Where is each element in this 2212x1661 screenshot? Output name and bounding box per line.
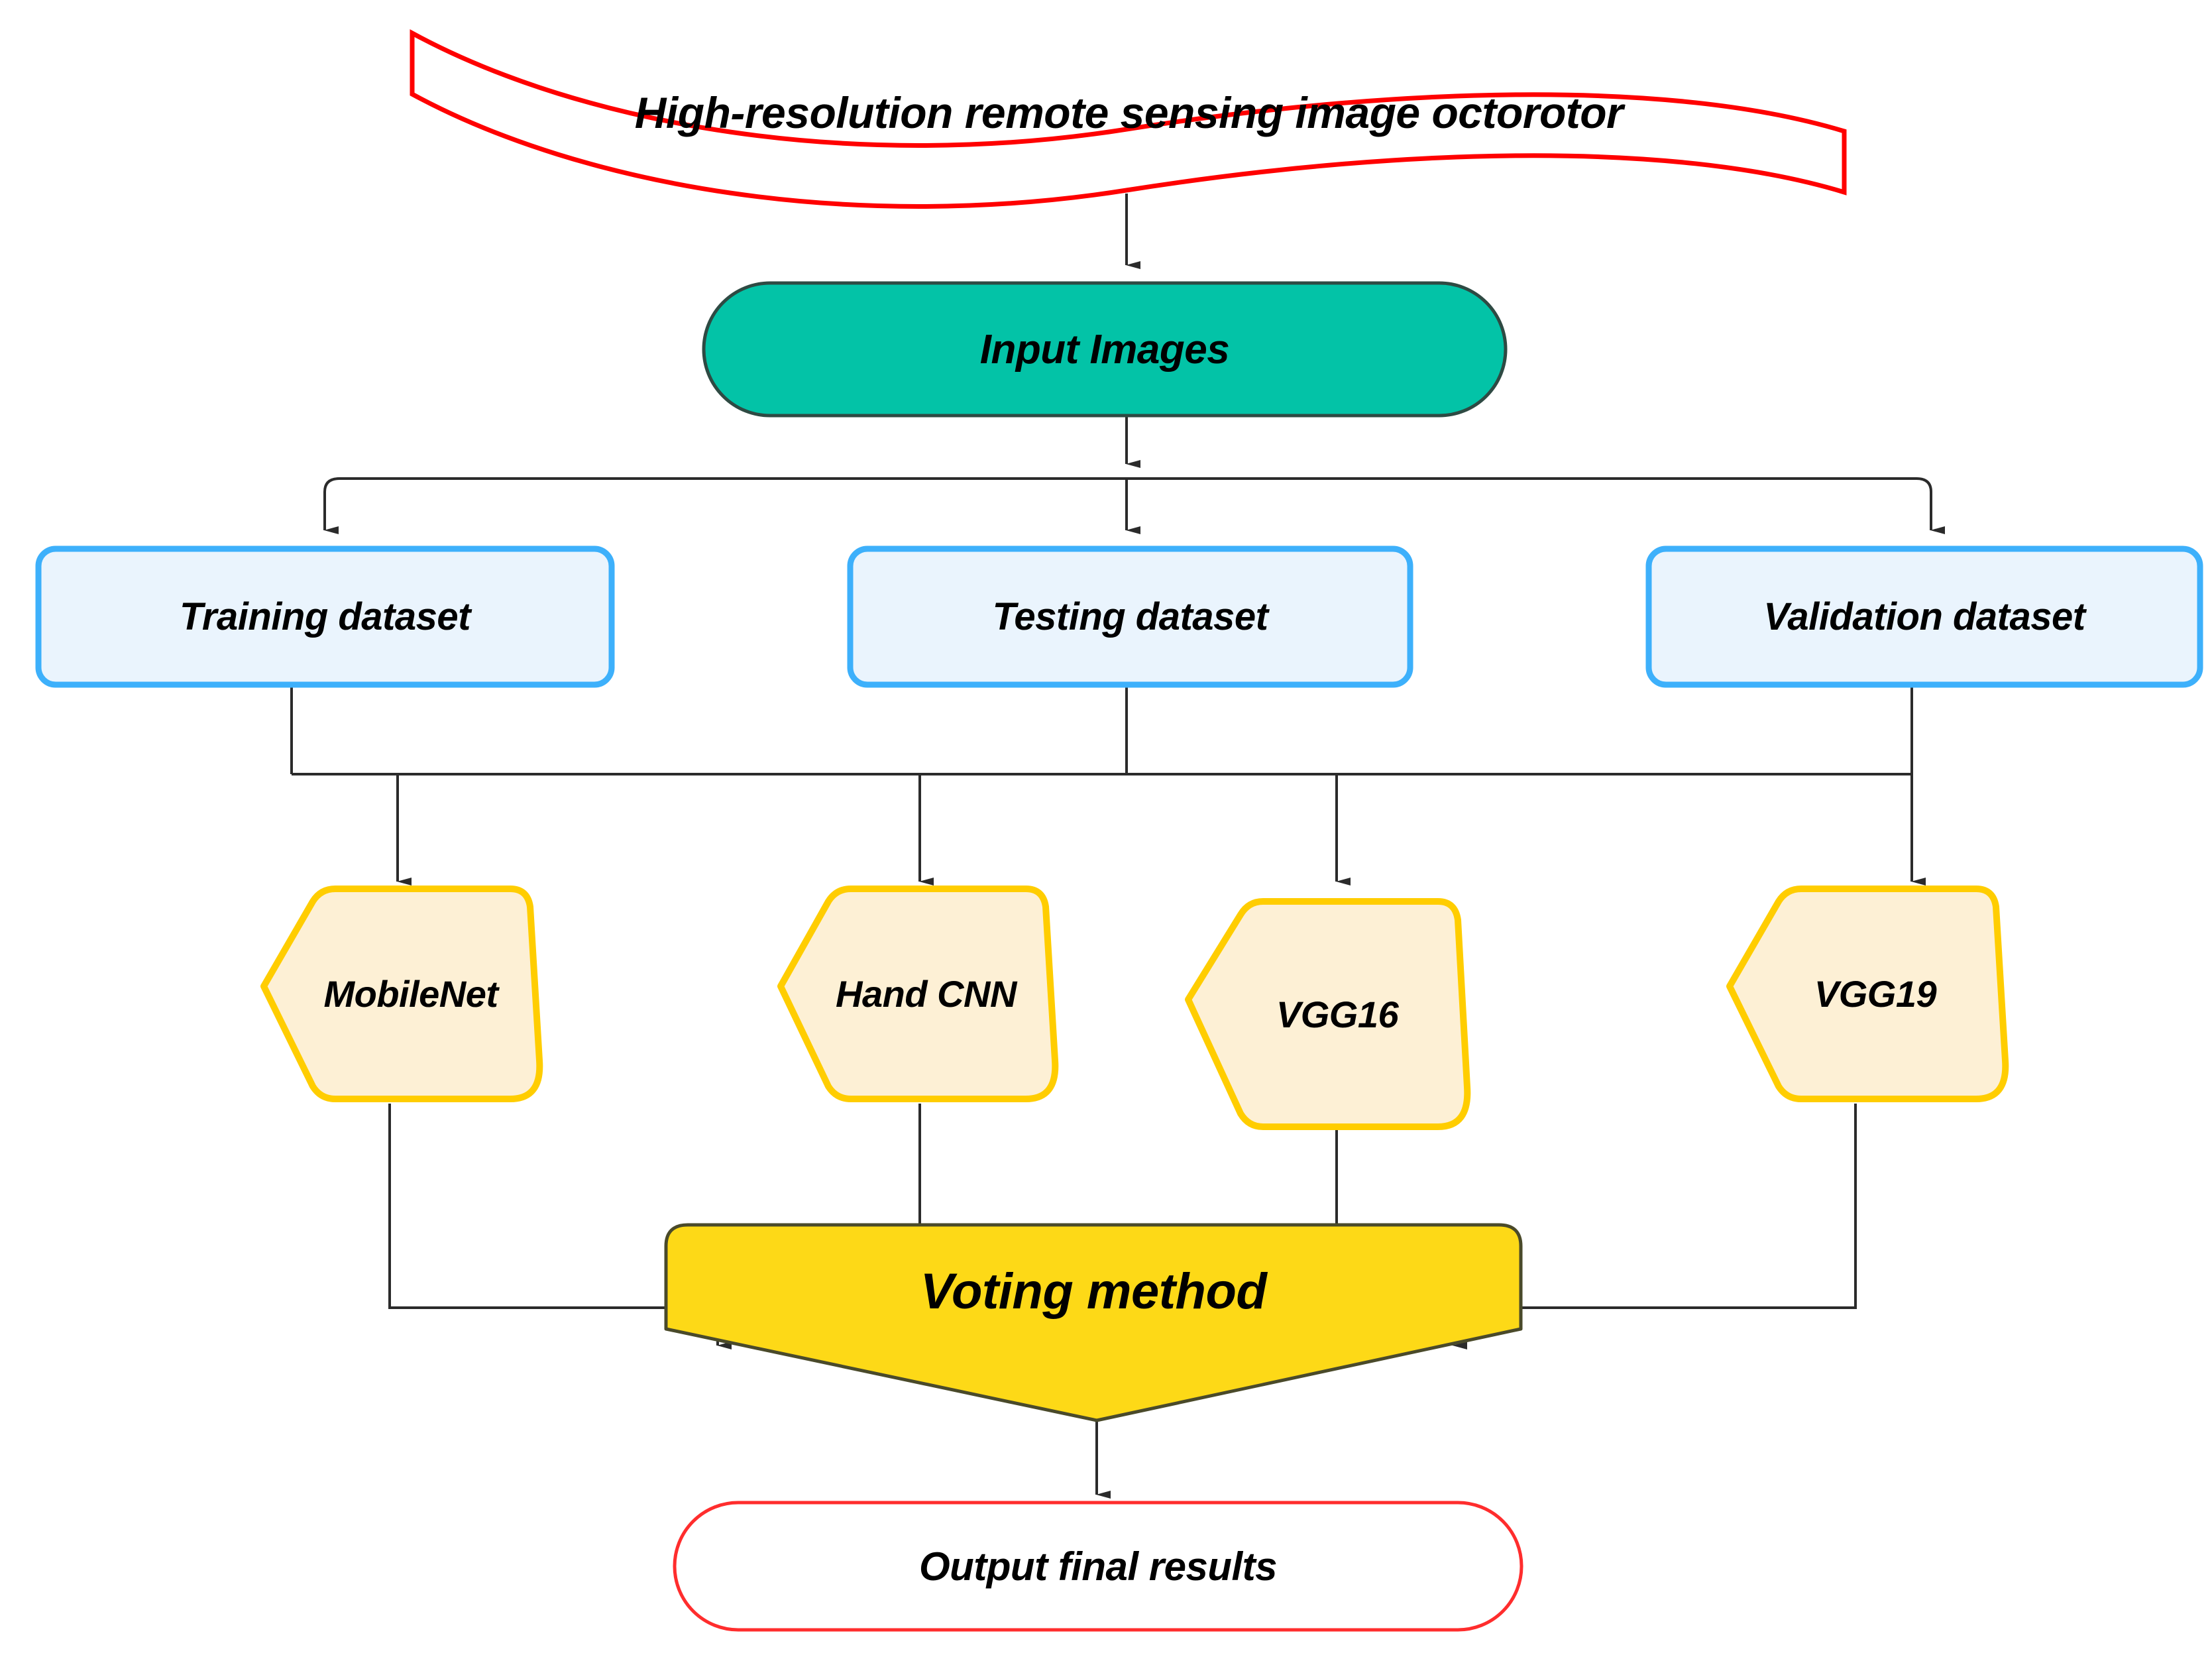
vgg16-shape[interactable] <box>1185 898 1471 1130</box>
handcnn-shape[interactable] <box>777 886 1059 1102</box>
output-final-results-shape[interactable] <box>673 1501 1523 1632</box>
mobilenet-shape[interactable] <box>260 886 543 1102</box>
source-document-shape <box>410 29 1847 209</box>
testing-dataset-shape[interactable] <box>847 545 1413 688</box>
vgg19-shape[interactable] <box>1726 886 2009 1102</box>
training-dataset-shape[interactable] <box>35 545 615 688</box>
validation-dataset-shape[interactable] <box>1645 545 2203 688</box>
voting-method-shape[interactable] <box>664 1223 1523 1422</box>
input-images-shape[interactable] <box>702 281 1508 418</box>
